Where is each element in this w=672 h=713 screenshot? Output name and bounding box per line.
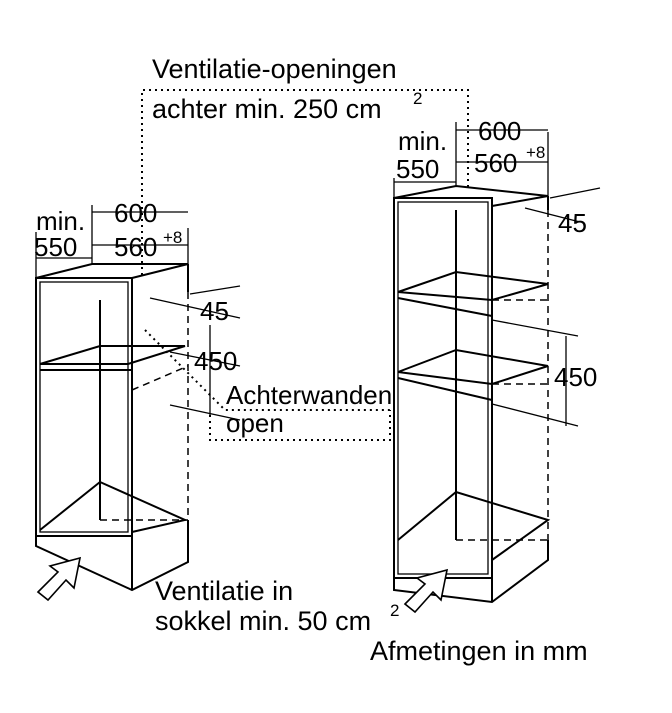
back-walls-open-label: open bbox=[226, 408, 284, 438]
right-airflow-arrow bbox=[403, 568, 449, 614]
ventilation-path bbox=[141, 89, 469, 441]
vent-bottom-line2: sokkel min. 50 cm bbox=[155, 606, 371, 636]
right-560-sup: +8 bbox=[526, 143, 545, 162]
vent-bottom-line1: Ventilatie in bbox=[155, 576, 293, 606]
left-550-label: 550 bbox=[34, 232, 77, 262]
left-600-label: 600 bbox=[114, 198, 157, 228]
right-45-label: 45 bbox=[558, 208, 587, 238]
vent-top-line2: achter min. 250 cm bbox=[152, 94, 382, 124]
vent-top-line1: Ventilatie-openingen bbox=[152, 54, 397, 84]
right-cabinet bbox=[393, 184, 551, 604]
right-550-label: 550 bbox=[396, 154, 439, 184]
back-walls-label: Achterwanden bbox=[226, 380, 392, 410]
left-cabinet bbox=[35, 263, 189, 592]
left-560-label: 560 bbox=[114, 232, 157, 262]
right-560-label: 560 bbox=[474, 148, 517, 178]
right-dimensions bbox=[393, 122, 601, 427]
left-560-sup: +8 bbox=[163, 228, 182, 247]
left-45-label: 45 bbox=[200, 296, 229, 326]
right-600-label: 600 bbox=[478, 116, 521, 146]
vent-bottom-sup: 2 bbox=[390, 601, 399, 620]
vent-top-sup: 2 bbox=[413, 89, 422, 108]
left-dimensions bbox=[35, 205, 241, 421]
left-airflow-arrow bbox=[36, 556, 82, 602]
units-note: Afmetingen in mm bbox=[370, 636, 588, 666]
left-min-label: min. bbox=[36, 206, 85, 236]
right-min-label: min. bbox=[398, 126, 447, 156]
right-450-label: 450 bbox=[554, 362, 597, 392]
left-450-label: 450 bbox=[194, 346, 237, 376]
